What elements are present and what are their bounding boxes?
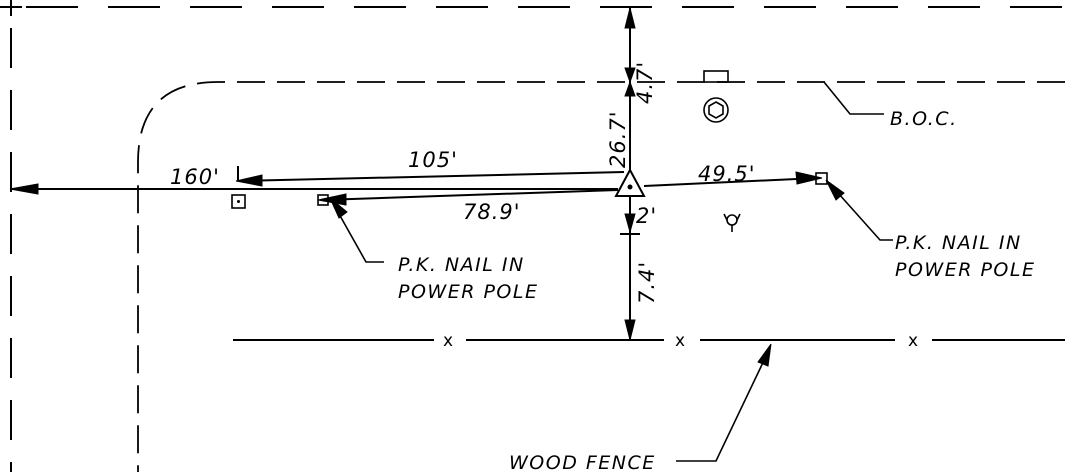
hydrant-symbol [723, 213, 741, 232]
fence-mark-1: x [443, 331, 453, 351]
fence-mark-3: x [908, 331, 918, 351]
control-point-triangle [614, 167, 646, 197]
tie-line-49-5 [643, 177, 819, 187]
dim-26-7: 26.7' [606, 110, 630, 168]
pk-right-leader [825, 179, 893, 241]
curb-inlet-symbol [703, 70, 729, 83]
tie-line-105 [239, 171, 625, 182]
dim-2: 2' [636, 204, 657, 228]
tie-line-78-9 [321, 189, 619, 201]
wood-fence-label: WOOD FENCE [509, 452, 656, 472]
marker-square-symbol [231, 194, 246, 209]
arrowhead-boc-down [624, 67, 636, 84]
wood-fence-leader [676, 343, 772, 462]
road-centerline [0, 0, 1065, 16]
back-of-curb-line [137, 81, 1065, 472]
boc-leader [823, 81, 884, 115]
pk-right-label-line2: POWER POLE [895, 259, 1035, 281]
arrowhead-boc-up [624, 80, 636, 97]
dim-160: 160' [170, 165, 220, 189]
pk-left-leader [329, 197, 384, 263]
pk-left-label-line1: P.K. NAIL IN [398, 254, 525, 276]
dim-78-9: 78.9' [463, 200, 521, 224]
dim-49-5: 49.5' [698, 162, 756, 186]
manhole-symbol [703, 97, 729, 123]
dim-105: 105' [408, 148, 458, 172]
dim-7-4: 7.4' [635, 261, 659, 304]
boc-label: B.O.C. [890, 108, 958, 130]
pk-nail-right-symbol [815, 172, 828, 185]
fence-mark-2: x [675, 331, 685, 351]
pk-left-label-line2: POWER POLE [398, 281, 538, 303]
arrowhead-160 [9, 183, 39, 195]
arrowhead-49-5 [795, 171, 823, 185]
pk-right-label-line1: P.K. NAIL IN [895, 232, 1022, 254]
arrowhead-two-ft [624, 213, 636, 234]
arrowhead-105 [235, 174, 263, 187]
arrowhead-bottom [624, 319, 636, 341]
pk-nail-left-symbol [317, 194, 329, 206]
dim-4-7: 4.7' [633, 61, 657, 104]
arrowhead-top [624, 7, 636, 29]
